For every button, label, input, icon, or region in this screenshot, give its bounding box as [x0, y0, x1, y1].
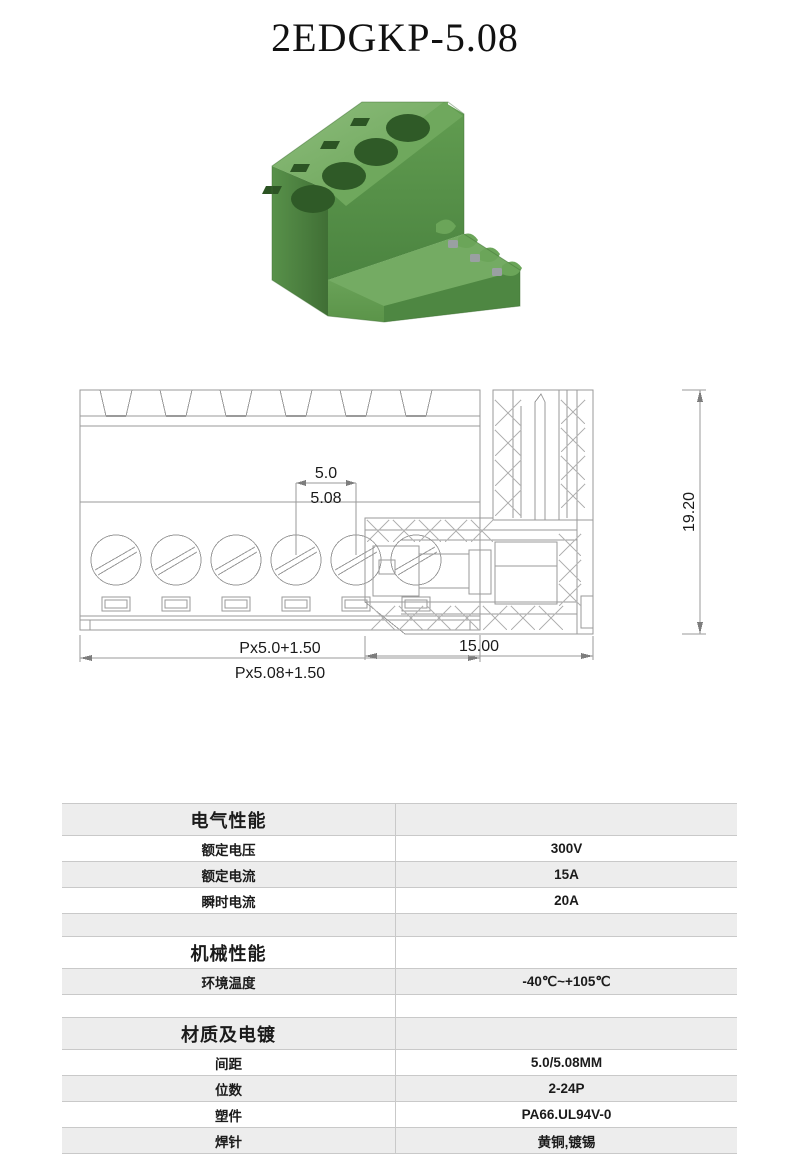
table-section-row: 电气性能: [62, 803, 737, 836]
pitch-dimension: [295, 480, 357, 555]
spec-value: [395, 936, 737, 969]
front-view: [79, 389, 481, 662]
spec-value: [395, 994, 737, 1018]
top-notch-group: [99, 389, 433, 417]
spec-label: 塑件: [62, 1101, 396, 1128]
table-section-row: 材质及电镀: [62, 1017, 737, 1050]
table-row: 环境温度-40℃~+105℃: [62, 968, 737, 995]
screw-head: [90, 534, 142, 612]
spec-label: 焊针: [62, 1127, 396, 1154]
table-section-row: 机械性能: [62, 936, 737, 969]
overall-width-dimension: [79, 635, 481, 662]
depth-dimension: [364, 636, 594, 660]
screw-head: [150, 534, 202, 612]
table-row: 焊针黄铜,镀锡: [62, 1127, 737, 1154]
spec-label: 瞬时电流: [62, 887, 396, 914]
spec-value: 黄铜,镀锡: [395, 1127, 737, 1154]
section-hatching: [366, 399, 586, 631]
spec-label: 位数: [62, 1075, 396, 1102]
contact-pin-group: [448, 240, 502, 276]
pitch-label-top: 5.0: [315, 465, 337, 482]
spec-value: -40℃~+105℃: [395, 968, 737, 995]
spec-value: 2-24P: [395, 1075, 737, 1102]
technical-drawing: 5.0 5.08 Px5.0+1.50 Px5.08+1.50 15.00 19…: [60, 370, 740, 690]
table-spacer-row: [62, 913, 737, 937]
spec-label: [62, 994, 396, 1018]
spec-value: 5.0/5.08MM: [395, 1049, 737, 1076]
section-heading: 机械性能: [62, 936, 396, 969]
depth-label: 15.00: [459, 638, 499, 655]
side-section-view: [364, 389, 706, 660]
overall-width-label-top: Px5.0+1.50: [239, 640, 321, 657]
table-spacer-row: [62, 994, 737, 1018]
height-dimension: [682, 389, 706, 635]
technical-drawing-svg: 5.0 5.08 Px5.0+1.50 Px5.08+1.50 15.00 19…: [79, 389, 706, 682]
spec-label: 额定电压: [62, 835, 396, 862]
pitch-label-bottom: 5.08: [310, 490, 341, 507]
spec-label: 额定电流: [62, 861, 396, 888]
photo-outline: [271, 101, 521, 323]
spec-value: [395, 1017, 737, 1050]
spec-value: 15A: [395, 861, 737, 888]
screw-hole-group: [291, 114, 430, 213]
spec-value: [395, 913, 737, 937]
screw-head: [390, 534, 442, 612]
page-title: 2EDGKP-5.08: [271, 15, 519, 60]
screw-head: [210, 534, 262, 612]
wire-slot-group: [262, 118, 370, 194]
photo-header-teeth: [436, 219, 522, 276]
spec-label: [62, 913, 396, 937]
spec-label: 间距: [62, 1049, 396, 1076]
spec-label: 环境温度: [62, 968, 396, 995]
product-photo: [258, 84, 534, 324]
section-heading: 电气性能: [62, 803, 396, 836]
height-label: 19.20: [681, 492, 698, 532]
spec-value: [395, 803, 737, 836]
spec-value: 20A: [395, 887, 737, 914]
spec-value: PA66.UL94V-0: [395, 1101, 737, 1128]
overall-width-label-bottom: Px5.08+1.50: [235, 665, 325, 682]
screw-head-group: [90, 534, 442, 612]
spec-value: 300V: [395, 835, 737, 862]
product-photo-illustration: [262, 101, 522, 323]
section-heading: 材质及电镀: [62, 1017, 396, 1050]
